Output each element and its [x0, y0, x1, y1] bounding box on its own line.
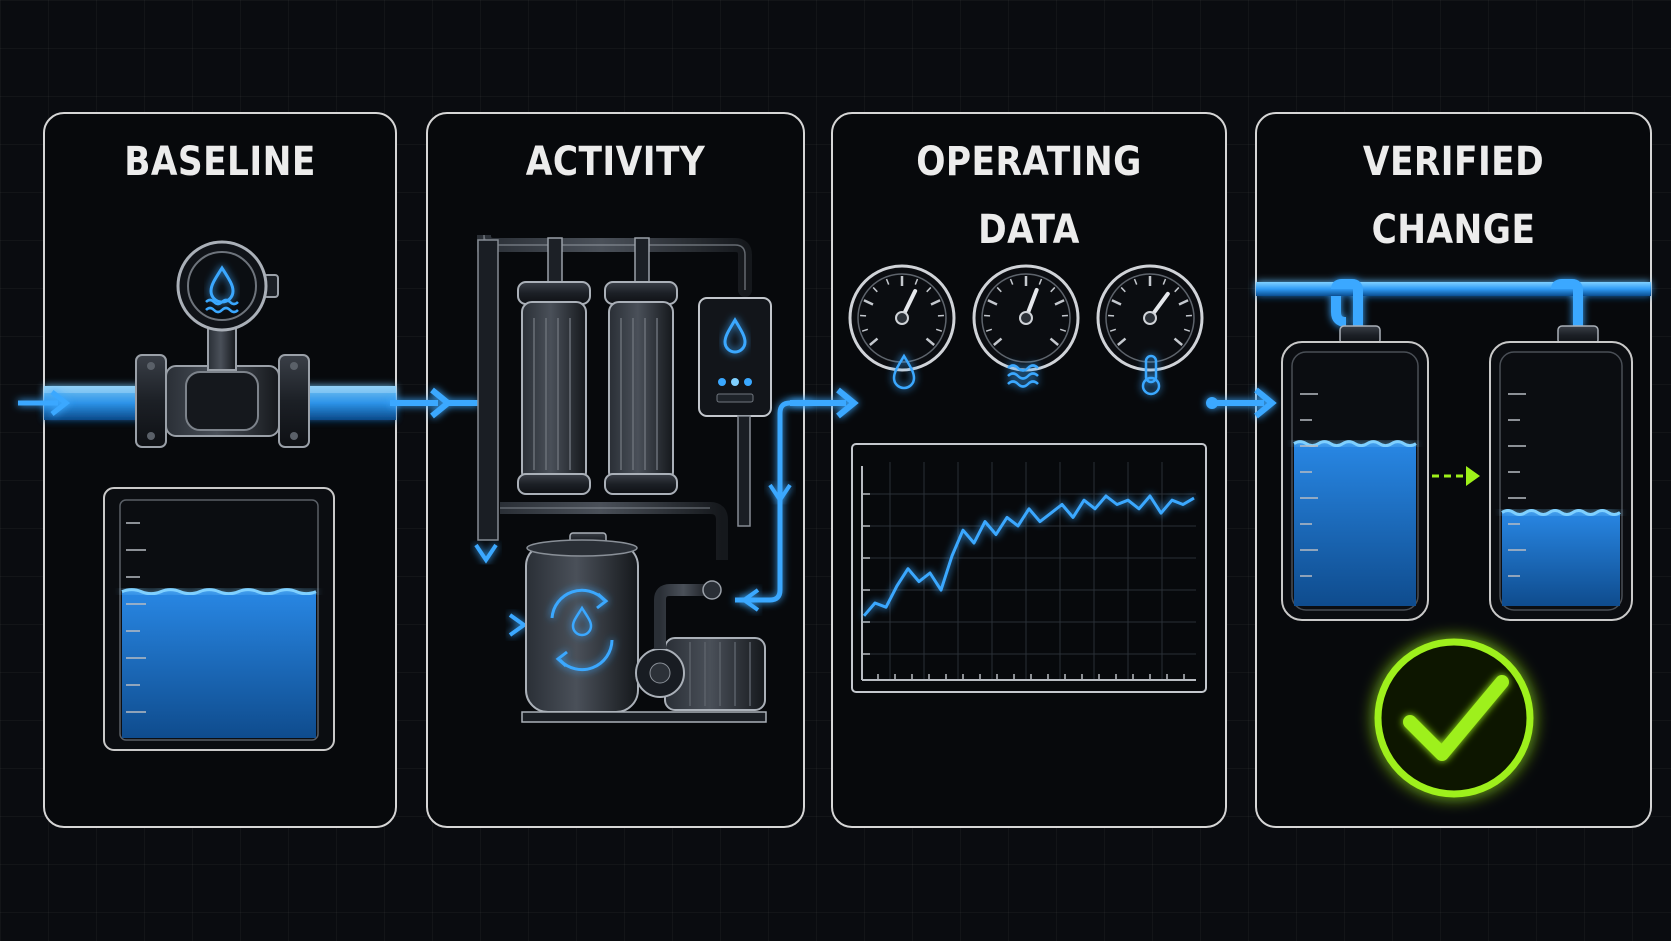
waves-icon [1007, 364, 1039, 388]
panel-title-verified-change: VERIFIED CHANGE [1362, 139, 1545, 253]
baseline-water-level [121, 588, 317, 738]
pump-icon [635, 580, 766, 711]
flow-arrow-baseline-to-activity [390, 387, 478, 419]
pressure-gauge-icon [1096, 264, 1204, 372]
baseline-tank [103, 487, 335, 751]
verified-supply-pipe [1256, 279, 1651, 328]
recycle-arrows-icon [550, 588, 614, 672]
trend-line [862, 494, 1195, 617]
flow-arrow-inlet [18, 390, 71, 416]
gauge-symbols [892, 353, 1161, 396]
waves-icon [205, 298, 239, 314]
storage-tank [521, 532, 767, 723]
panel-title-baseline: BASELINE [124, 139, 316, 185]
pressure-gauge-group [848, 264, 1204, 372]
filter-vessel-1 [517, 281, 591, 495]
change-arrow [1432, 466, 1480, 486]
flow-arrow-data-to-verified [1206, 387, 1277, 419]
checkmark-icon [1374, 638, 1534, 798]
control-panel-icon [698, 297, 772, 527]
panel-title-activity: ACTIVITY [525, 139, 706, 185]
tank-after [1489, 325, 1633, 621]
tank-before [1281, 325, 1429, 621]
flow-meter-icon [135, 240, 310, 448]
thermometer-icon [1141, 354, 1161, 396]
tank-after-water-level [1501, 509, 1621, 606]
panel-title-operating-data: OPERATING DATA [916, 139, 1142, 253]
flow-arrow-activity-to-data [790, 387, 859, 419]
treatment-system [474, 234, 812, 723]
water-drop-icon [892, 353, 916, 390]
pressure-gauge-icon [972, 264, 1080, 372]
filter-vessel-2 [604, 281, 678, 495]
tank-before-water-level [1293, 440, 1417, 606]
pressure-gauge-icon [848, 264, 956, 372]
trend-chart [851, 443, 1207, 693]
